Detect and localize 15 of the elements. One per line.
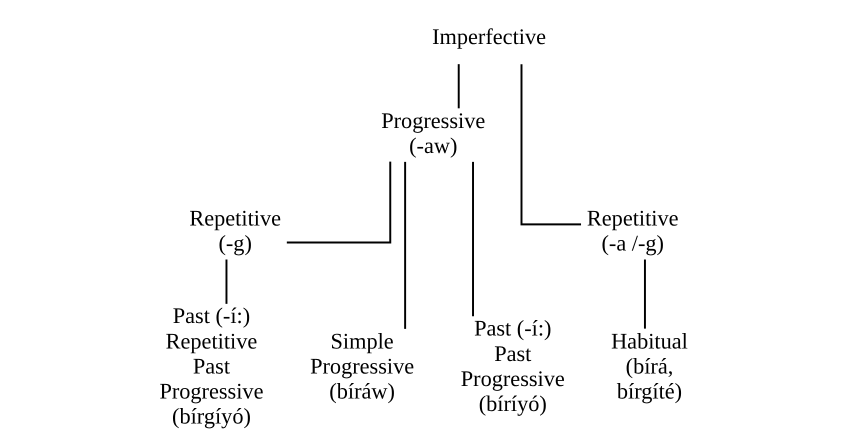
connector xyxy=(404,162,406,329)
connector xyxy=(520,64,582,226)
node-text: Past (-í:) Past Progressive (bíríyó) xyxy=(460,316,565,416)
connector xyxy=(225,260,228,304)
node-text: Imperfective xyxy=(432,24,546,50)
node-text: Simple Progressive (bíráw) xyxy=(310,328,414,404)
connector xyxy=(286,162,392,244)
node-text: Repetitive (-a /-g) xyxy=(586,206,679,256)
node-text: Repetitive (-g) xyxy=(189,206,282,256)
connector xyxy=(472,162,474,316)
node-text: Habitual (bírá, bírgíté) xyxy=(611,328,688,404)
connector xyxy=(644,260,646,329)
connector xyxy=(458,64,460,108)
node-text: Past (-í:) Repetitive Past Progressive (bírgíyó) xyxy=(159,303,264,429)
node-text: Progressive (-aw) xyxy=(381,108,486,158)
